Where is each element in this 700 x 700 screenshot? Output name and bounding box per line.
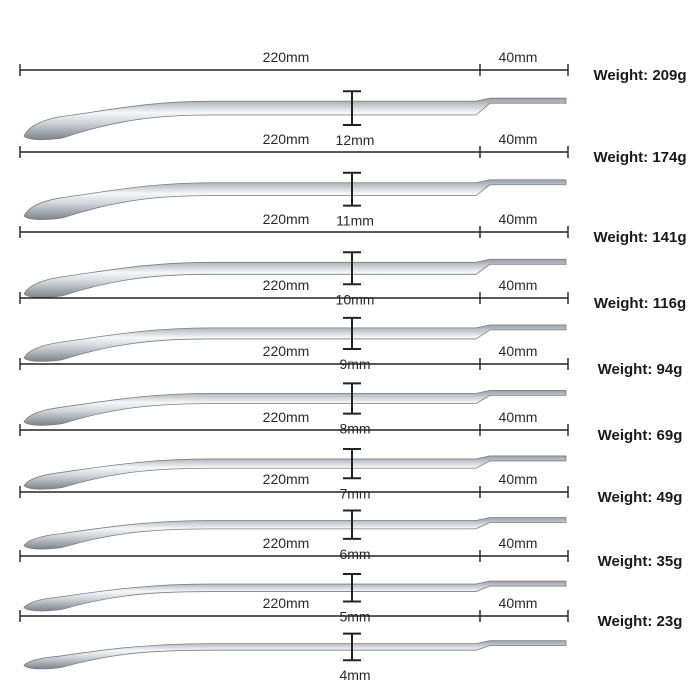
sound-rod xyxy=(23,390,567,426)
length-label: 220mm xyxy=(263,277,310,293)
length-label: 220mm xyxy=(263,409,310,425)
diameter-marker xyxy=(343,382,361,415)
tip-length-label: 40mm xyxy=(499,211,538,227)
tip-length-label: 40mm xyxy=(499,49,538,65)
sound-rod xyxy=(23,517,567,550)
sound-rod xyxy=(23,580,567,612)
sound-rod xyxy=(23,324,567,362)
sound-rod xyxy=(23,179,567,220)
length-label: 220mm xyxy=(263,131,310,147)
diameter-label: 6mm xyxy=(339,546,370,562)
rod-row: 220mm 40mm 12mm Weight: 209g xyxy=(19,49,687,148)
diameter-label: 10mm xyxy=(336,291,375,307)
dimension-line xyxy=(19,292,569,304)
weight-label: Weight: 69g xyxy=(598,427,683,444)
tip-length-label: 40mm xyxy=(499,595,538,611)
tip-length-label: 40mm xyxy=(499,277,538,293)
dimension-line xyxy=(19,226,569,238)
dimension-line xyxy=(19,358,569,370)
diameter-label: 8mm xyxy=(339,421,370,437)
diameter-marker xyxy=(343,251,361,286)
dimension-line xyxy=(19,146,569,158)
rod-row: 220mm 40mm 8mm Weight: 94g xyxy=(19,343,683,437)
diameter-marker xyxy=(343,447,361,480)
tip-length-label: 40mm xyxy=(499,343,538,359)
tip-length-label: 40mm xyxy=(499,471,538,487)
diameter-label: 7mm xyxy=(339,485,370,501)
rod-row: 220mm 40mm 6mm Weight: 49g xyxy=(19,471,683,562)
length-label: 220mm xyxy=(263,343,310,359)
weight-label: Weight: 23g xyxy=(598,613,683,630)
diameter-marker xyxy=(343,573,361,603)
length-label: 220mm xyxy=(263,595,310,611)
tip-length-label: 40mm xyxy=(499,131,538,147)
sound-rod xyxy=(23,455,567,490)
dimension-line xyxy=(19,486,569,498)
sound-rod xyxy=(23,97,567,141)
weight-label: Weight: 209g xyxy=(593,67,686,84)
weight-label: Weight: 35g xyxy=(598,553,683,570)
dimension-line xyxy=(19,610,569,622)
dimension-line xyxy=(19,64,569,76)
weight-label: Weight: 116g xyxy=(594,295,686,312)
diameter-marker xyxy=(343,90,361,126)
weight-label: Weight: 141g xyxy=(593,229,686,246)
diameter-label: 4mm xyxy=(339,667,370,683)
weight-label: Weight: 49g xyxy=(598,489,683,506)
diameter-marker xyxy=(343,509,361,540)
diameter-marker xyxy=(343,316,361,350)
dimension-line xyxy=(19,550,569,562)
tip-length-label: 40mm xyxy=(499,535,538,551)
tip-length-label: 40mm xyxy=(499,409,538,425)
rod-row: 220mm 40mm 7mm Weight: 69g xyxy=(19,409,683,501)
diameter-label: 11mm xyxy=(336,213,374,229)
rod-row: 220mm 40mm 11mm Weight: 174g xyxy=(19,131,687,229)
sound-rod xyxy=(23,258,567,298)
length-label: 220mm xyxy=(263,471,310,487)
dimension-line xyxy=(19,424,569,436)
length-label: 220mm xyxy=(263,535,310,551)
weight-label: Weight: 94g xyxy=(598,361,683,378)
diameter-label: 12mm xyxy=(336,132,375,148)
diameter-marker xyxy=(343,171,361,207)
rod-row: 220mm 40mm 4mm Weight: 23g xyxy=(19,595,683,683)
length-label: 220mm xyxy=(263,211,310,227)
weight-label: Weight: 174g xyxy=(593,149,686,166)
sound-rod xyxy=(23,640,567,670)
length-label: 220mm xyxy=(263,49,310,65)
diameter-marker xyxy=(343,632,361,662)
rod-row: 220mm 40mm 10mm Weight: 141g xyxy=(19,211,687,307)
